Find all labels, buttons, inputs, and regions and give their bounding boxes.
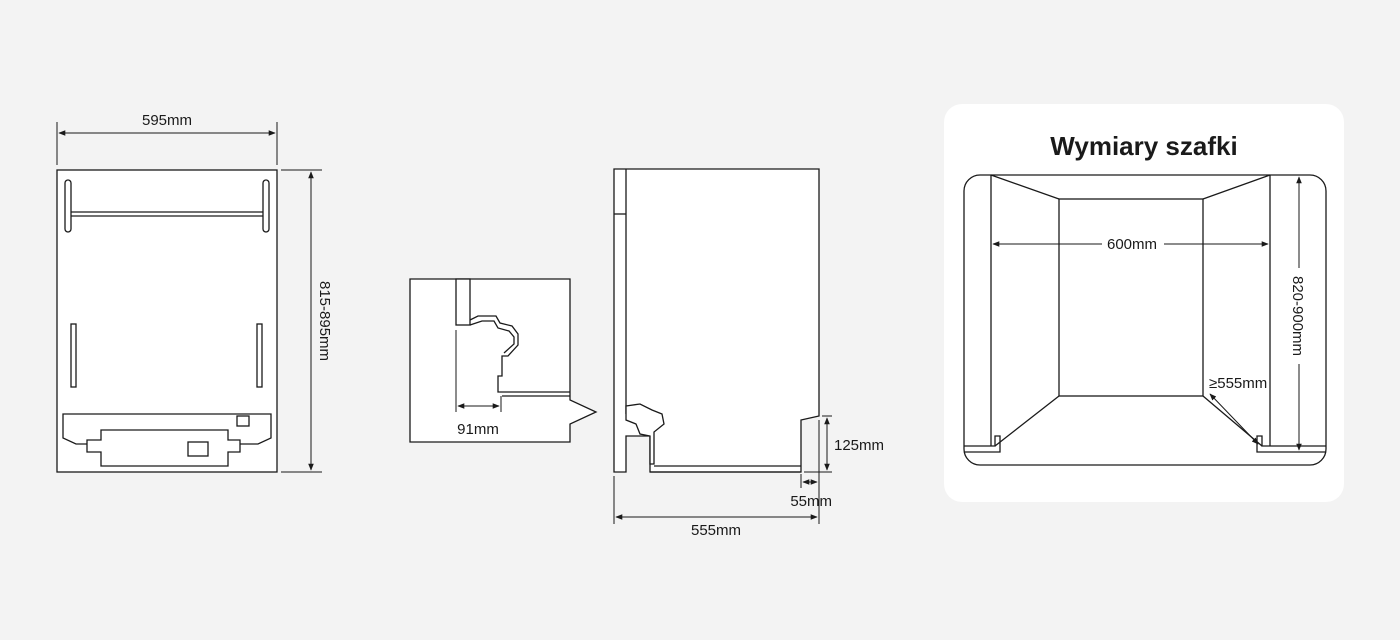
cabinet-depth-label: ≥555mm — [1209, 375, 1267, 392]
side-view: 125mm 55mm 555mm — [613, 168, 884, 539]
front-slot-right — [256, 323, 263, 388]
front-plinth — [62, 413, 272, 445]
front-width-label: 595mm — [142, 112, 192, 129]
front-view: 595mm 815-895mm — [56, 112, 333, 473]
cabinet-depth-dimension-line — [1209, 393, 1259, 445]
cabinet-foot-right — [1256, 435, 1326, 453]
cabinet-back-wall — [1058, 198, 1204, 397]
front-control-button — [187, 441, 209, 457]
front-control-box — [86, 429, 241, 467]
cabinet-foot-left — [964, 435, 1001, 453]
cabinet-width-label: 600mm — [1107, 236, 1157, 253]
detail-hinge-profile — [469, 315, 570, 393]
cabinet-panel: Wymiary szafki 600mm 820-900mm ≥555mm — [944, 104, 1344, 502]
side-plinth-height-label: 125mm — [834, 437, 884, 454]
cabinet-outline — [963, 174, 1327, 466]
front-slot-left — [70, 323, 77, 388]
detail-door-panel — [455, 278, 471, 326]
front-hook-left — [64, 179, 72, 233]
detail-gap-label: 91mm — [457, 421, 499, 438]
front-body-outline — [56, 169, 278, 473]
side-hinge — [625, 403, 665, 465]
cabinet-height-label: 820-900mm — [1289, 276, 1306, 356]
cabinet-panel-title: Wymiary szafki — [1050, 131, 1237, 161]
side-plinth-depth-label: 55mm — [790, 493, 832, 510]
side-depth-label: 555mm — [691, 522, 741, 539]
front-hook-right — [262, 179, 270, 233]
detail-view: 91mm — [409, 278, 598, 443]
front-height-label: 815-895mm — [316, 281, 333, 361]
detail-frame — [409, 278, 598, 443]
